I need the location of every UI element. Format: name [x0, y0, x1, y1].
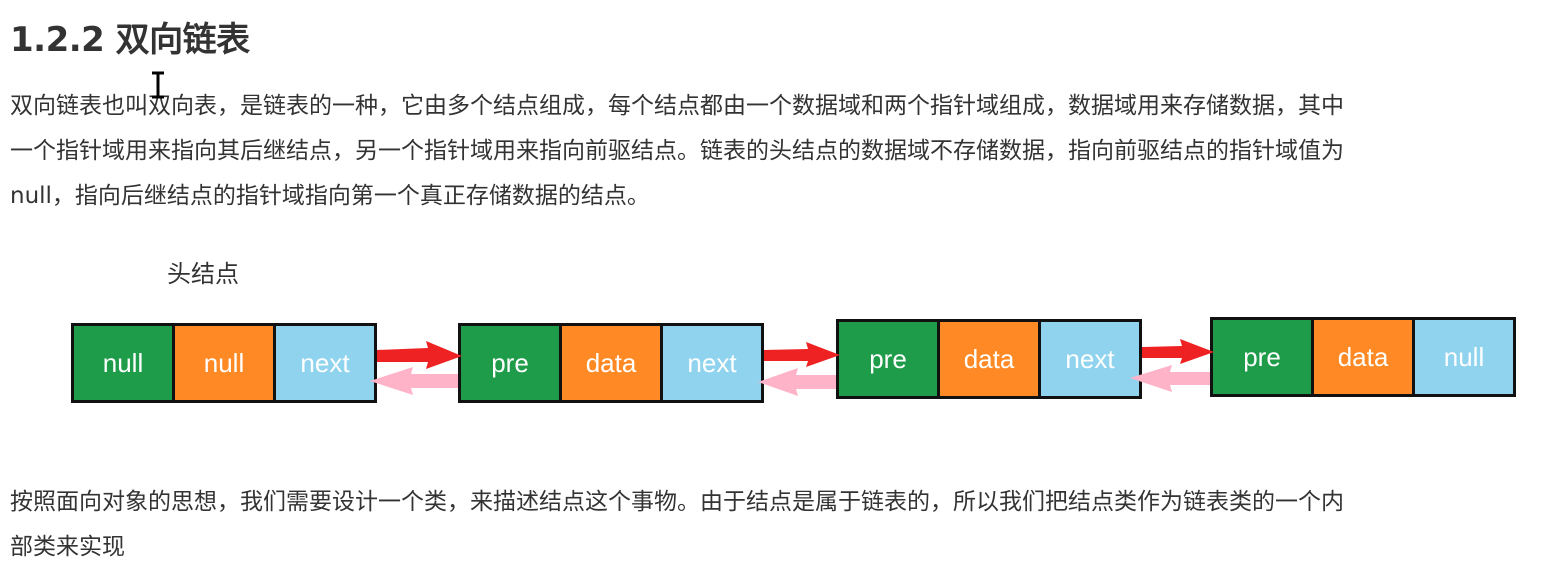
node-prev-field: pre: [839, 322, 937, 396]
paragraph-line: 按照面向对象的思想，我们需要设计一个类，来描述结点这个事物。由于结点是属于链表的…: [10, 489, 1344, 515]
paragraph-line: 一个指针域用来指向其后继结点，另一个指针域用来指向前驱结点。链表的头结点的数据域…: [10, 138, 1344, 164]
section-heading: 1.2.2 双向链表: [10, 20, 250, 60]
node-data-field: null: [175, 326, 273, 400]
node-next-field: null: [1415, 320, 1513, 394]
backward-arrow-icon: [370, 367, 458, 395]
node-data-field: data: [562, 326, 660, 400]
list-node-tail: pre data null: [1210, 317, 1516, 397]
node-data-field: data: [1314, 320, 1412, 394]
forward-arrow-icon: [1142, 339, 1214, 364]
backward-arrow-icon: [1130, 365, 1210, 392]
head-node-label: 头结点: [167, 260, 239, 288]
list-node: pre data next: [458, 323, 764, 403]
node-data-field: data: [940, 322, 1038, 396]
node-next-field: next: [276, 326, 374, 400]
paragraph-line: null，指向后继结点的指针域指向第一个真正存储数据的结点。: [10, 183, 650, 209]
node-prev-field: pre: [1213, 320, 1311, 394]
paragraph-line: 部类来实现: [10, 534, 125, 560]
forward-arrow-icon: [764, 342, 840, 367]
paragraph-line: 双向链表也叫双向表，是链表的一种，它由多个结点组成，每个结点都由一个数据域和两个…: [10, 93, 1344, 119]
forward-arrow-icon: [377, 341, 462, 369]
list-node: pre data next: [836, 319, 1142, 399]
implementation-paragraph: 按照面向对象的思想，我们需要设计一个类，来描述结点这个事物。由于结点是属于链表的…: [10, 480, 1555, 570]
node-prev-field: null: [74, 326, 172, 400]
node-next-field: next: [1041, 322, 1139, 396]
list-node-head: null null next: [71, 323, 377, 403]
node-prev-field: pre: [461, 326, 559, 400]
node-next-field: next: [663, 326, 761, 400]
intro-paragraph: 双向链表也叫双向表，是链表的一种，它由多个结点组成，每个结点都由一个数据域和两个…: [10, 84, 1555, 219]
text-cursor-icon: [152, 71, 164, 99]
backward-arrow-icon: [758, 368, 836, 396]
